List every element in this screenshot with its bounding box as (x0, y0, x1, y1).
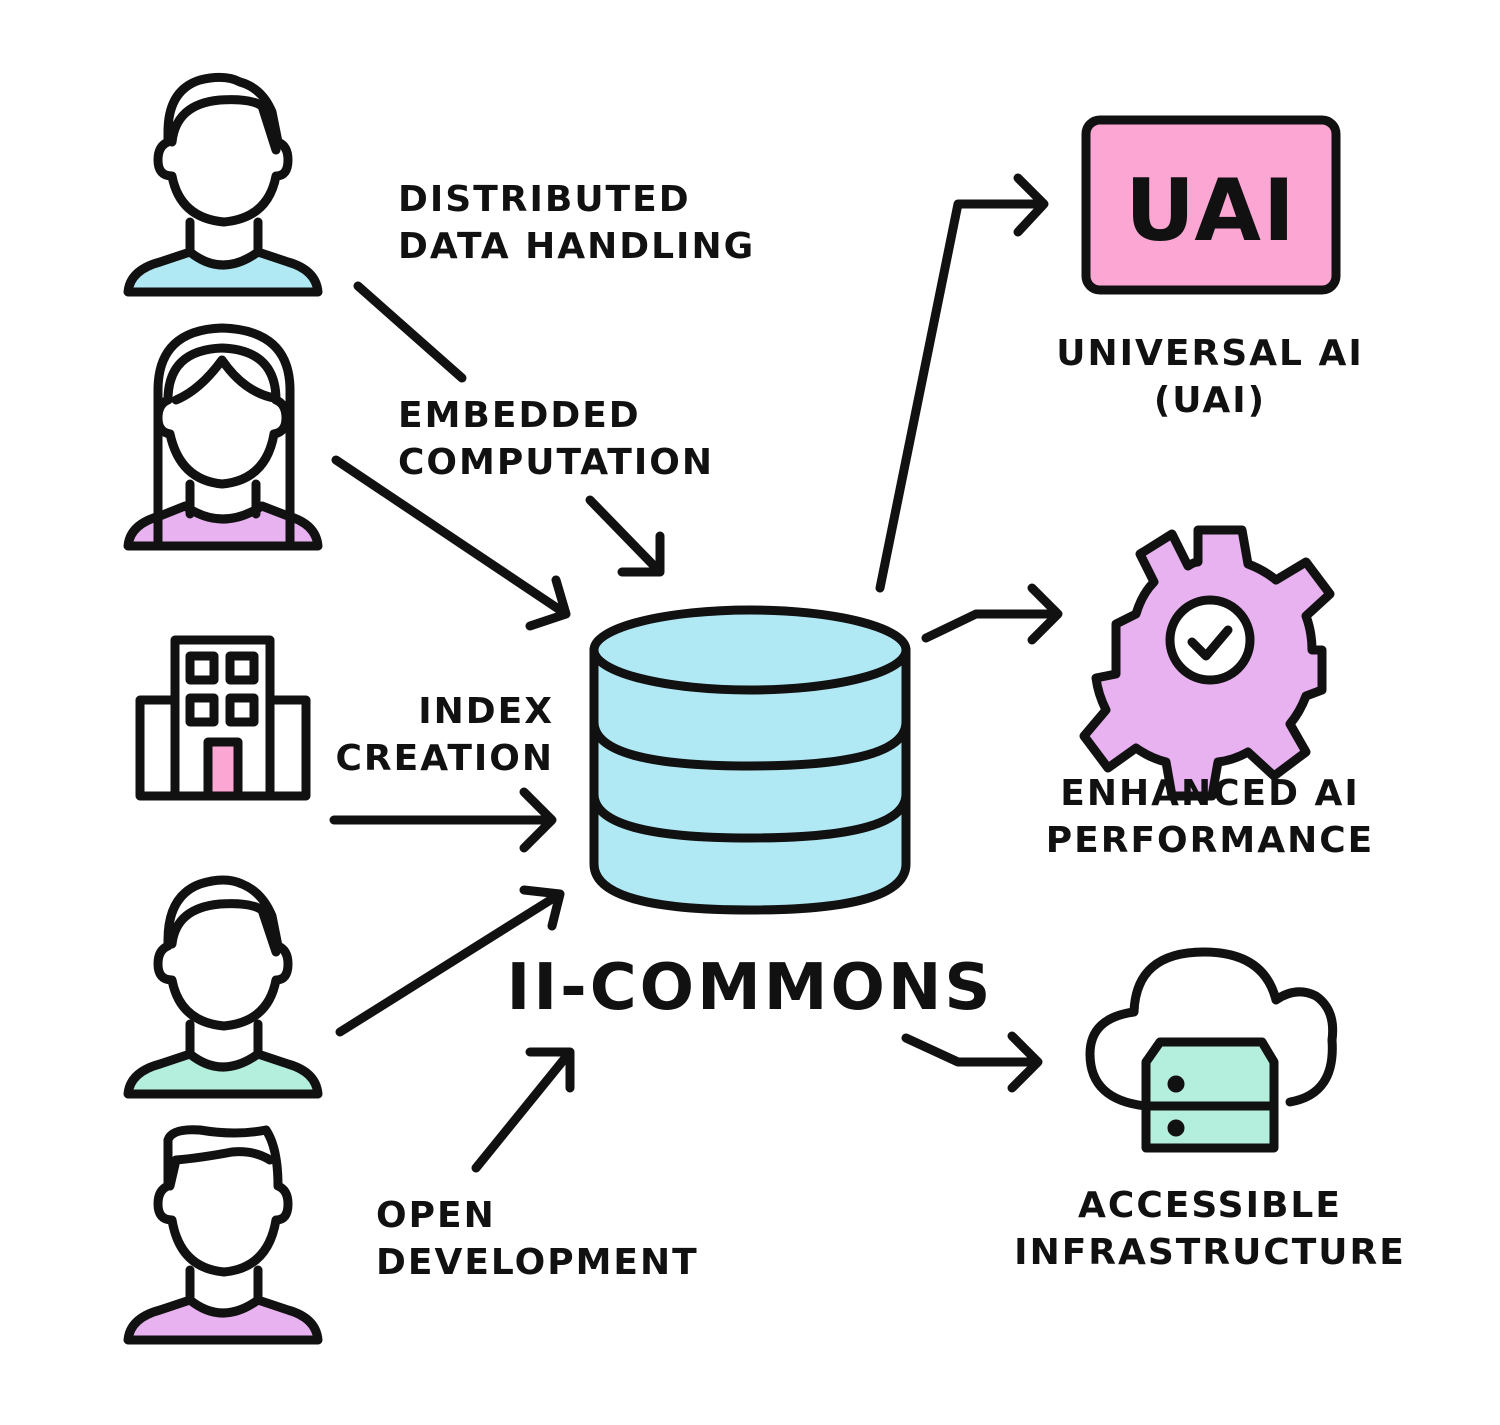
label-line: ENHANCED AI (1060, 773, 1360, 814)
label-enhanced-ai-performance: ENHANCED AI PERFORMANCE (1010, 770, 1410, 864)
arrow-embedded (585, 495, 665, 577)
label-line: COMPUTATION (398, 442, 714, 483)
label-line: UNIVERSAL AI (1056, 333, 1364, 374)
label-line: DEVELOPMENT (376, 1242, 699, 1283)
building-icon (135, 635, 311, 801)
label-index-creation: INDEX CREATION (336, 688, 554, 782)
arrow-to-infrastructure (901, 1031, 1043, 1093)
uai-icon-text: UAI (1125, 161, 1297, 261)
diagram-title: II-COMMONS (500, 950, 1000, 1026)
arrow-index (329, 787, 557, 853)
label-distributed-data-handling: DISTRIBUTED DATA HANDLING (398, 176, 755, 270)
label-line: DISTRIBUTED (398, 179, 691, 220)
arrow-person2 (331, 455, 571, 631)
label-open-development: OPEN DEVELOPMENT (376, 1192, 699, 1286)
arrow-to-uai (875, 173, 1049, 593)
label-line: EMBEDDED (398, 395, 641, 436)
arrow-person3 (335, 885, 565, 1037)
label-line: OPEN (376, 1195, 496, 1236)
label-line: CREATION (335, 738, 554, 779)
person-icon (123, 875, 323, 1099)
cloud-server-icon (1085, 947, 1338, 1153)
label-embedded-computation: EMBEDDED COMPUTATION (398, 392, 714, 486)
label-accessible-infrastructure: ACCESSIBLE INFRASTRUCTURE (990, 1182, 1430, 1276)
label-line: (UAI) (1153, 380, 1267, 421)
arrow-open (471, 1047, 575, 1173)
person-icon (123, 72, 323, 297)
database-icon (589, 605, 911, 915)
label-line: INFRASTRUCTURE (1014, 1232, 1406, 1273)
gear-check-icon (1079, 525, 1335, 801)
arrow-to-performance (921, 583, 1063, 645)
arrow-distributed (353, 281, 467, 383)
title-text: II-COMMONS (506, 951, 994, 1025)
woman-icon (123, 323, 323, 551)
person-icon (123, 1125, 323, 1345)
label-universal-ai: UNIVERSAL AI (UAI) (1010, 330, 1410, 424)
label-line: ACCESSIBLE (1078, 1185, 1342, 1226)
label-line: DATA HANDLING (398, 226, 756, 267)
label-line: PERFORMANCE (1045, 820, 1375, 861)
label-line: INDEX (418, 691, 554, 732)
uai-icon (1081, 115, 1341, 295)
